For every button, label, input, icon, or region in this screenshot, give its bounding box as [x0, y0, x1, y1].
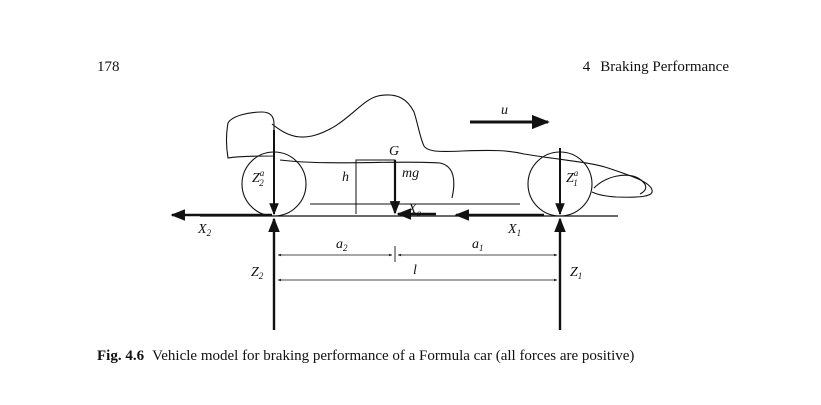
- figure-number: Fig. 4.6: [97, 348, 145, 364]
- front-distance-label: a1: [472, 237, 484, 253]
- car-floor-line: [279, 159, 455, 199]
- rear-distance-label: a2: [336, 237, 348, 253]
- rear-braking-force-label: X2: [197, 222, 212, 238]
- running-head: 4 Braking Performance: [583, 59, 729, 76]
- wheelbase-label: l: [413, 263, 417, 278]
- page-number: 178: [97, 59, 120, 75]
- weight-label: mg: [402, 166, 419, 181]
- rear-normal-load-label: Z2: [251, 265, 264, 281]
- rear-wing-outline: [225, 111, 275, 159]
- car-body-outline: [271, 94, 653, 198]
- cg-label: G: [389, 144, 399, 159]
- cg-height-label: h: [342, 170, 349, 185]
- aero-drag-label: Xa: [407, 202, 422, 218]
- front-normal-load-label: Z1: [570, 265, 582, 281]
- figure-caption: Fig. 4.6 Vehicle model for braking perfor…: [97, 348, 634, 365]
- caption-text: Vehicle model for braking performance of…: [152, 348, 635, 364]
- chapter-number: 4: [582, 59, 591, 75]
- cg-marker: [355, 159, 396, 214]
- chapter-title: Braking Performance: [600, 59, 729, 75]
- front-wing-outline: [593, 174, 647, 195]
- velocity-label: u: [501, 103, 508, 118]
- front-braking-force-label: X1: [507, 222, 521, 238]
